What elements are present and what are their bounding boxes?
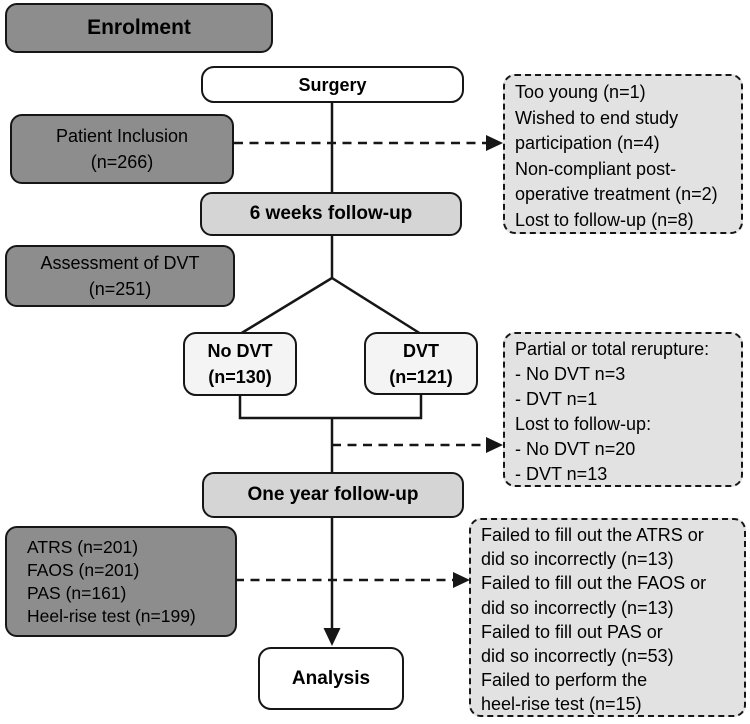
- assessment-line: Assessment of DVT: [40, 253, 200, 273]
- arrowhead-outcome-exclusions: [453, 572, 470, 588]
- outcome-measure-line: ATRS (n=201): [27, 536, 139, 557]
- exclusion-line: Too young (n=1): [515, 82, 646, 102]
- exclusion-line: Wished to end study: [515, 107, 679, 128]
- exclusion-line: Failed to fill out the ATRS or: [481, 525, 704, 545]
- outcome-measures-box: ATRS (n=201) FAOS (n=201) PAS (n=161) He…: [5, 526, 237, 637]
- dvt-count: (n=121): [389, 366, 453, 387]
- connector-split-to-dvt: [331, 276, 422, 336]
- arrowhead-enrolment-exclusions: [486, 135, 503, 151]
- patient-inclusion-count: (n=266): [90, 152, 154, 172]
- one-year-followup-box: One year follow-up: [202, 472, 464, 518]
- exclusion-line: heel-rise test (n=15): [481, 694, 642, 715]
- exclusion-line: Partial or total rerupture:: [515, 339, 710, 359]
- six-weeks-label: 6 weeks follow-up: [249, 203, 413, 224]
- exclusion-line: Non-compliant post-: [515, 158, 677, 179]
- assessment-dvt-box: Assessment of DVT (n=251): [5, 245, 235, 307]
- exclusion-line: - No DVT n=3: [515, 364, 626, 384]
- arrowhead-followup-exclusions: [486, 437, 503, 453]
- arrowhead-analysis: [323, 628, 341, 646]
- surgery-box: Surgery: [201, 66, 464, 103]
- connector-split-to-nodvt: [239, 276, 333, 336]
- exclusion-line: Lost to follow-up (n=8): [515, 209, 694, 230]
- exclusion-line: Lost to follow-up:: [515, 414, 652, 434]
- surgery-label: Surgery: [298, 74, 367, 95]
- assessment-count: (n=251): [88, 279, 152, 299]
- exclusion-line: - No DVT n=20: [515, 439, 636, 459]
- exclusion-line: operative treatment (n=2): [515, 184, 718, 204]
- outcome-measure-line: Heel-rise test (n=199): [27, 605, 196, 626]
- no-dvt-count: (n=130): [208, 367, 272, 387]
- dvt-label: DVT: [403, 340, 439, 361]
- analysis-box: Analysis: [258, 647, 404, 710]
- exclusion-line: participation (n=4): [515, 133, 660, 153]
- patient-inclusion-line: Patient Inclusion: [55, 126, 189, 146]
- followup-exclusions-box: Partial or total rerupture: - No DVT n=3…: [503, 332, 743, 487]
- no-dvt-label: No DVT: [207, 341, 273, 361]
- exclusion-line: Failed to perform the: [481, 670, 648, 691]
- connector-merge-bracket: [238, 393, 423, 420]
- exclusion-line: - DVT n=1: [515, 389, 598, 409]
- exclusion-line: did so incorrectly (n=53): [481, 646, 674, 667]
- outcome-measure-line: PAS (n=161): [27, 582, 127, 603]
- exclusion-line: did so incorrectly (n=13): [481, 597, 674, 618]
- enrolment-box: Enrolment: [5, 3, 273, 53]
- outcome-exclusions-box: Failed to fill out the ATRS or did so in…: [469, 518, 746, 717]
- patient-inclusion-box: Patient Inclusion (n=266): [10, 114, 234, 184]
- outcome-measure-line: FAOS (n=201): [27, 559, 140, 580]
- exclusion-line: Failed to fill out the FAOS or: [481, 573, 707, 594]
- enrolment-label: Enrolment: [87, 16, 191, 39]
- exclusion-line: did so incorrectly (n=13): [481, 549, 674, 570]
- no-dvt-box: No DVT (n=130): [183, 332, 297, 396]
- exclusion-line: - DVT n=13: [515, 464, 608, 484]
- one-year-label: One year follow-up: [247, 484, 419, 505]
- six-weeks-followup-box: 6 weeks follow-up: [200, 192, 462, 236]
- enrolment-exclusions-box: Too young (n=1) Wished to end study part…: [503, 74, 743, 234]
- exclusion-line: Failed to fill out PAS or: [481, 621, 663, 642]
- analysis-label: Analysis: [291, 667, 371, 689]
- dvt-box: DVT (n=121): [364, 332, 478, 395]
